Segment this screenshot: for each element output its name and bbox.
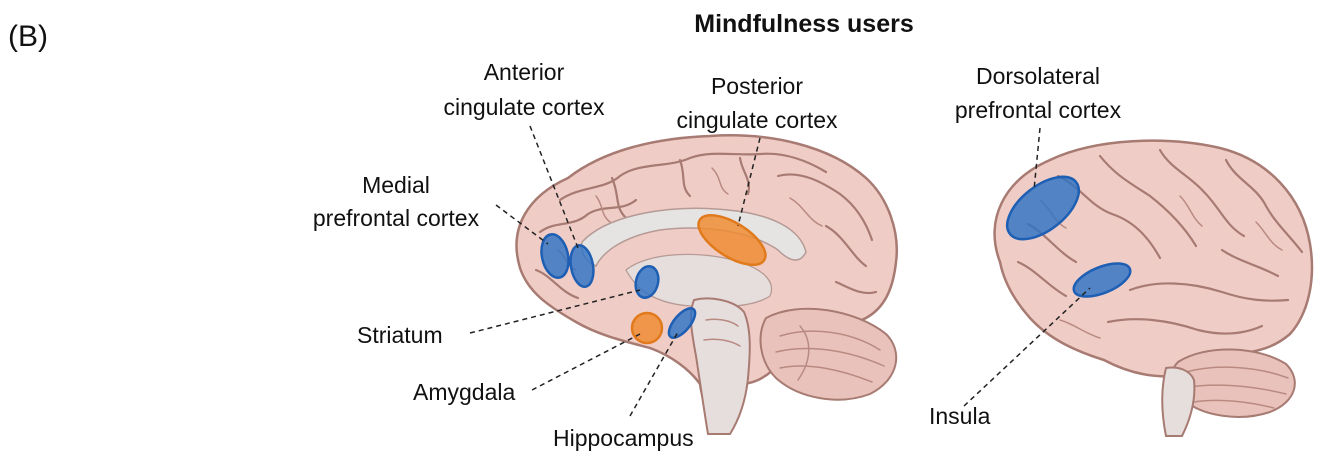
acc-label-line-2: cingulate cortex — [443, 94, 605, 120]
pcc-label-line-2: cingulate cortex — [676, 107, 838, 133]
hippocampus-label: Hippocampus — [553, 425, 694, 451]
dlpfc-label-line-2: prefrontal cortex — [955, 97, 1122, 123]
insula-label: Insula — [929, 403, 991, 429]
pcc-label-line-1: Posterior — [711, 73, 803, 99]
amygdala-label: Amygdala — [413, 379, 515, 405]
striatum-label: Striatum — [357, 322, 443, 348]
acc-label-line-1: Anterior — [484, 59, 565, 85]
medial-brainstem — [691, 299, 750, 435]
amygdala-marker — [632, 313, 662, 343]
dlpfc-label-line-1: Dorsolateral — [976, 63, 1100, 89]
amygdala-leader — [532, 334, 640, 390]
medial-cerebellum — [761, 309, 897, 400]
lateral-brainstem — [1162, 368, 1194, 437]
mpfc-label-line-2: prefrontal cortex — [313, 205, 480, 231]
figure-title: Mindfulness users — [694, 10, 914, 38]
lateral-cortex-outline — [995, 141, 1312, 377]
mpfc-label-line-1: Medial — [362, 172, 430, 198]
medial-brain-view — [517, 135, 897, 434]
panel-label: (B) — [8, 20, 48, 53]
